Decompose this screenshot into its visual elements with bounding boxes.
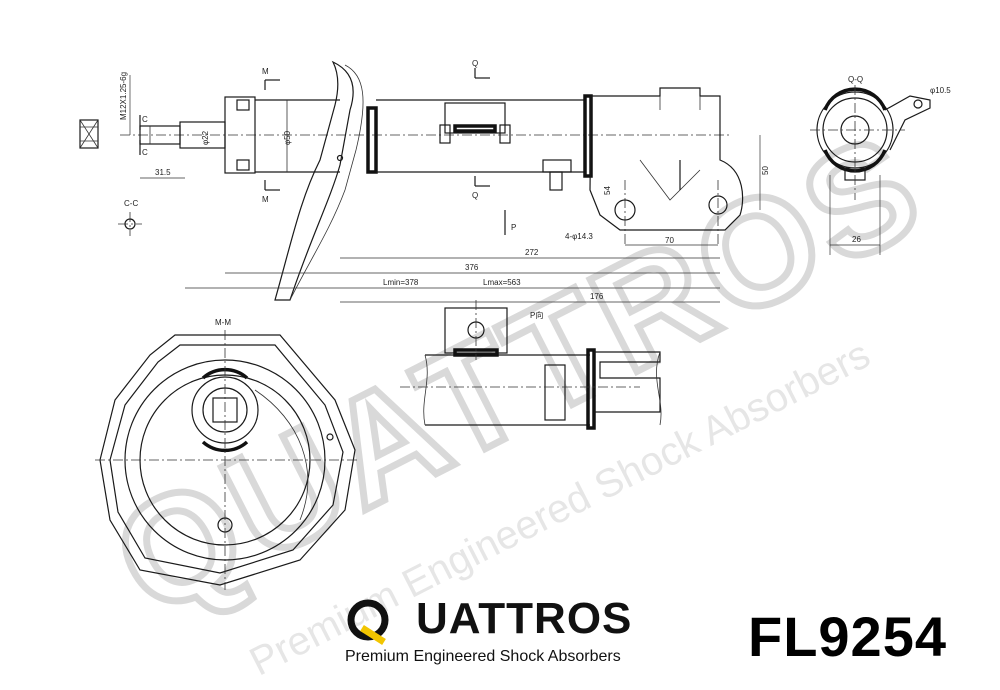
label-q-bottom: Q — [472, 191, 478, 200]
label-c-top: C — [142, 115, 148, 124]
label-c-c: C-C — [124, 199, 138, 208]
section-q-q: Q-Q 26 φ10.5 — [810, 75, 951, 255]
brand-name: UATTROS — [380, 594, 632, 644]
dim-rod-dia: φ22 — [201, 130, 210, 145]
dim-176: 176 — [590, 292, 604, 301]
dim-holes: 4-φ14.3 — [565, 232, 593, 241]
dim-body-dia: φ50 — [283, 130, 292, 145]
label-p-view: P向 — [530, 310, 543, 320]
label-m-top: M — [262, 67, 269, 76]
section-m-m: M-M — [95, 318, 360, 590]
dim-376: 376 — [465, 263, 479, 272]
dim-31-5: 31.5 — [155, 168, 171, 177]
dim-54: 54 — [603, 186, 612, 195]
view-p: P向 — [400, 300, 662, 430]
section-markers: M M Q Q P C C — [139, 59, 516, 235]
dim-lmin: Lmin=378 — [383, 278, 419, 287]
dim-50: 50 — [761, 166, 770, 175]
label-q-top: Q — [472, 59, 478, 68]
dim-70: 70 — [665, 236, 674, 245]
label-p-arrow: P — [511, 223, 516, 232]
dimension-lines: M12X1.25-6g φ22 φ50 31.5 272 376 Lmin=37… — [119, 72, 770, 303]
brand-tagline: Premium Engineered Shock Absorbers — [345, 648, 621, 665]
nut-detail — [79, 119, 99, 149]
brand-name-text: UATTROS — [416, 594, 633, 643]
dim-lmax: Lmax=563 — [483, 278, 521, 287]
label-m-m: M-M — [215, 318, 231, 327]
label-c-bottom: C — [142, 148, 148, 157]
strut-side-view — [120, 60, 744, 301]
brand-logo-mark — [347, 599, 389, 645]
part-number: FL9254 — [748, 605, 947, 668]
dim-thread: M12X1.25-6g — [119, 72, 128, 120]
label-q-q: Q-Q — [848, 75, 863, 84]
dim-26: 26 — [852, 235, 861, 244]
section-c-c: C-C — [118, 199, 142, 236]
label-m-bottom: M — [262, 195, 269, 204]
dim-272: 272 — [525, 248, 539, 257]
dim-hole-dia: φ10.5 — [930, 86, 951, 95]
